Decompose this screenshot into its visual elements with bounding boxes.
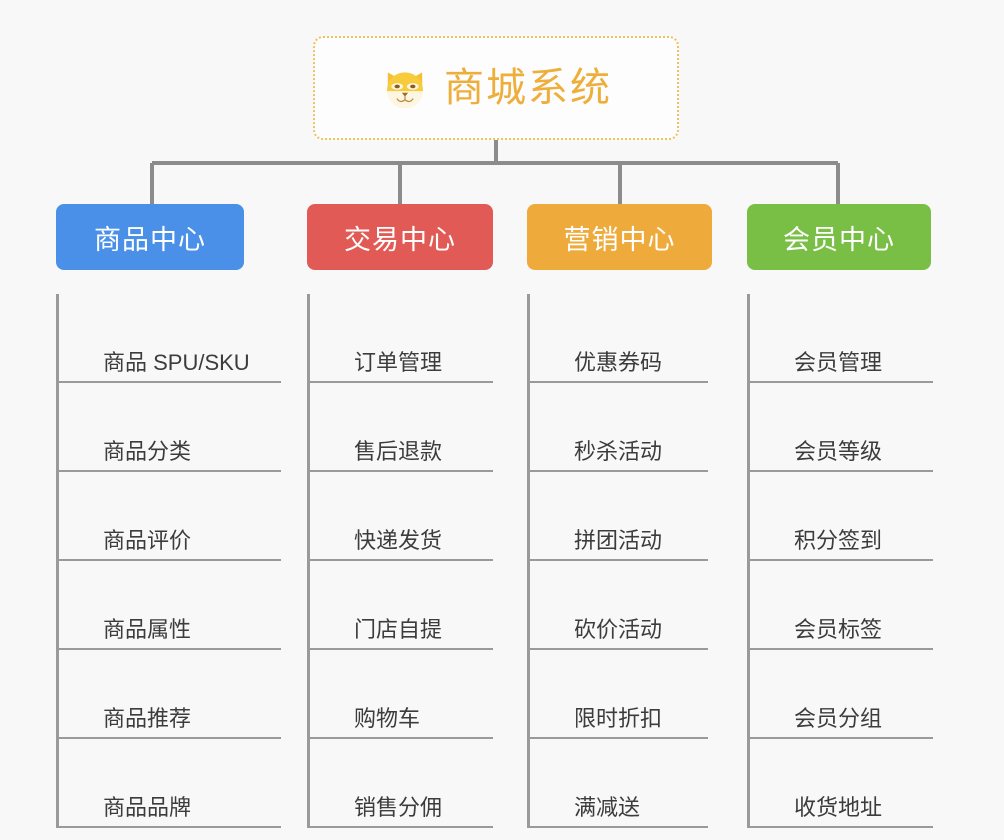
- leaf-item[interactable]: 购物车: [310, 650, 493, 739]
- leaf-label: 销售分佣: [354, 794, 443, 820]
- leaf-label: 会员分组: [794, 705, 883, 731]
- branch-leaf-list-3: 会员管理 会员等级 积分签到 会员标签 会员分组 收货地址: [747, 294, 933, 828]
- root-node[interactable]: 商城系统: [313, 36, 679, 140]
- leaf-item[interactable]: 商品推荐: [59, 650, 281, 739]
- leaf-label: 砍价活动: [574, 616, 663, 642]
- leaf-item[interactable]: 限时折扣: [530, 650, 708, 739]
- leaf-label: 秒杀活动: [574, 438, 663, 464]
- leaf-item[interactable]: 积分签到: [750, 472, 933, 561]
- branch-header-1[interactable]: 交易中心: [307, 204, 493, 270]
- leaf-item[interactable]: 秒杀活动: [530, 383, 708, 472]
- leaf-item[interactable]: 商品 SPU/SKU: [59, 294, 281, 383]
- branch-header-3[interactable]: 会员中心: [747, 204, 931, 270]
- branch-column-1: 交易中心 订单管理 售后退款 快递发货 门店自提 购物车 销售分佣: [307, 204, 493, 828]
- leaf-label: 会员管理: [794, 349, 883, 375]
- leaf-label: 商品属性: [103, 616, 192, 642]
- branch-leaf-list-2: 优惠券码 秒杀活动 拼团活动 砍价活动 限时折扣 满减送: [527, 294, 708, 828]
- leaf-label: 购物车: [354, 705, 421, 731]
- leaf-item[interactable]: 会员标签: [750, 561, 933, 650]
- leaf-item[interactable]: 销售分佣: [310, 739, 493, 828]
- shiba-dog-face-icon: [380, 63, 430, 113]
- branch-column-3: 会员中心 会员管理 会员等级 积分签到 会员标签 会员分组 收货地址: [747, 204, 933, 828]
- branch-header-2[interactable]: 营销中心: [527, 204, 712, 270]
- leaf-item[interactable]: 商品属性: [59, 561, 281, 650]
- leaf-label: 商品推荐: [103, 705, 192, 731]
- leaf-label: 收货地址: [794, 794, 883, 820]
- leaf-label: 商品品牌: [103, 794, 192, 820]
- leaf-label: 订单管理: [354, 349, 443, 375]
- leaf-item[interactable]: 快递发货: [310, 472, 493, 561]
- leaf-label: 商品 SPU/SKU: [103, 349, 250, 375]
- leaf-item[interactable]: 满减送: [530, 739, 708, 828]
- branch-column-0: 商品中心 商品 SPU/SKU 商品分类 商品评价 商品属性 商品推荐 商品品牌: [56, 204, 281, 828]
- leaf-label: 售后退款: [354, 438, 443, 464]
- branch-leaf-list-1: 订单管理 售后退款 快递发货 门店自提 购物车 销售分佣: [307, 294, 493, 828]
- leaf-item[interactable]: 商品分类: [59, 383, 281, 472]
- leaf-item[interactable]: 砍价活动: [530, 561, 708, 650]
- leaf-item[interactable]: 商品评价: [59, 472, 281, 561]
- leaf-label: 商品评价: [103, 527, 192, 553]
- leaf-label: 会员标签: [794, 616, 883, 642]
- leaf-label: 拼团活动: [574, 527, 663, 553]
- leaf-item[interactable]: 会员管理: [750, 294, 933, 383]
- leaf-item[interactable]: 门店自提: [310, 561, 493, 650]
- leaf-item[interactable]: 会员分组: [750, 650, 933, 739]
- leaf-label: 积分签到: [794, 527, 883, 553]
- leaf-item[interactable]: 会员等级: [750, 383, 933, 472]
- leaf-item[interactable]: 售后退款: [310, 383, 493, 472]
- branch-header-0[interactable]: 商品中心: [56, 204, 244, 270]
- leaf-label: 商品分类: [103, 438, 192, 464]
- root-title: 商城系统: [444, 66, 612, 110]
- leaf-label: 会员等级: [794, 438, 883, 464]
- branch-leaf-list-0: 商品 SPU/SKU 商品分类 商品评价 商品属性 商品推荐 商品品牌: [56, 294, 281, 828]
- leaf-item[interactable]: 订单管理: [310, 294, 493, 383]
- leaf-label: 优惠券码: [574, 349, 663, 375]
- leaf-item[interactable]: 优惠券码: [530, 294, 708, 383]
- leaf-label: 满减送: [574, 794, 641, 820]
- leaf-item[interactable]: 收货地址: [750, 739, 933, 828]
- leaf-label: 门店自提: [354, 616, 443, 642]
- branch-column-2: 营销中心 优惠券码 秒杀活动 拼团活动 砍价活动 限时折扣 满减送: [527, 204, 712, 828]
- leaf-label: 快递发货: [354, 527, 443, 553]
- leaf-item[interactable]: 商品品牌: [59, 739, 281, 828]
- leaf-label: 限时折扣: [574, 705, 663, 731]
- leaf-item[interactable]: 拼团活动: [530, 472, 708, 561]
